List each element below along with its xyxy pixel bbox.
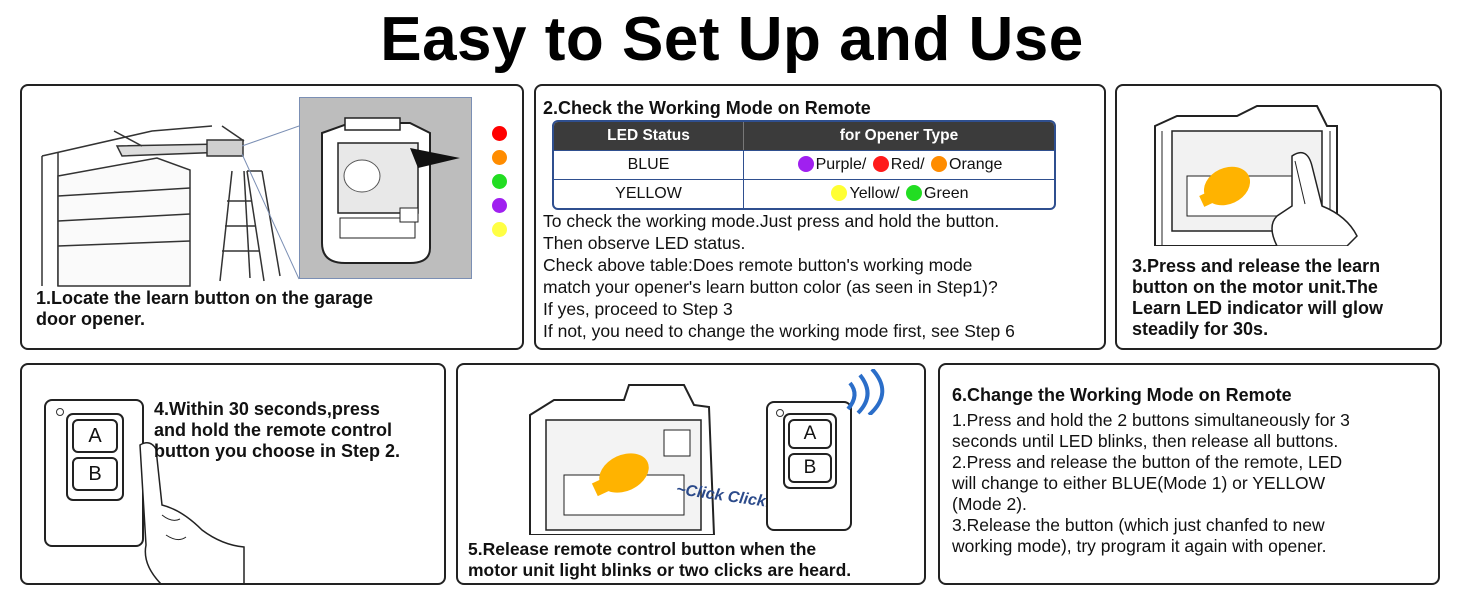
hand-pointer-icon xyxy=(1271,151,1358,246)
orange-swatch xyxy=(931,156,948,172)
led-status-table: LED Status for Opener Type BLUE Purple/ … xyxy=(552,120,1056,210)
step3-caption-line: steadily for 30s. xyxy=(1132,319,1269,339)
row-status-yellow: YELLOW xyxy=(554,179,744,208)
step6-line: 3.Release the button (which just chanfed… xyxy=(952,515,1325,535)
opener-zoom-view xyxy=(299,97,472,279)
light-bulb-icon xyxy=(1199,166,1251,207)
type-red: Red/ xyxy=(890,156,925,173)
row-status-blue: BLUE xyxy=(554,150,744,179)
remote-button-b[interactable]: B xyxy=(72,457,118,491)
step2-line: match your opener's learn button color (… xyxy=(543,277,998,297)
motor-unit-illustration xyxy=(529,384,716,535)
opener-motor-unit-icon xyxy=(321,117,460,264)
type-yellow: Yellow/ xyxy=(849,185,900,202)
led-dot-red xyxy=(492,126,507,141)
led-dot-yellow xyxy=(492,222,507,237)
step2-panel: 2.Check the Working Mode on Remote LED S… xyxy=(534,84,1106,350)
step2-line: If not, you need to change the working m… xyxy=(543,321,1015,341)
remote-button-a[interactable]: A xyxy=(788,419,832,449)
remote-control-icon: A B xyxy=(766,401,852,531)
step5-panel: ~Click Click! A B 5.Release remote contr… xyxy=(456,363,926,585)
step3-caption-line: button on the motor unit.The xyxy=(1132,277,1378,297)
step6-heading: 6.Change the Working Mode on Remote xyxy=(952,385,1292,405)
step3-caption: 3.Press and release the learn button on … xyxy=(1132,256,1383,340)
remote-led xyxy=(56,408,64,416)
led-dot-purple xyxy=(492,198,507,213)
type-orange: Orange xyxy=(949,156,1003,173)
step4-caption-line: button you choose in Step 2. xyxy=(154,441,401,461)
step4-caption-line: 4.Within 30 seconds,press xyxy=(154,399,380,419)
type-purple: Purple/ xyxy=(815,156,867,173)
click-sound-text: ~Click Click! xyxy=(676,481,773,511)
table-header-row: LED Status for Opener Type xyxy=(554,122,1054,150)
step2-instructions: To check the working mode.Just press and… xyxy=(543,210,1015,342)
led-dot-green xyxy=(492,174,507,189)
yellow-swatch xyxy=(831,185,848,201)
led-dot-orange xyxy=(492,150,507,165)
step1-panel: 1.Locate the learn button on the garage … xyxy=(20,84,524,350)
step6-instructions: 1.Press and hold the 2 buttons simultane… xyxy=(952,410,1350,557)
step6-line: will change to either BLUE(Mode 1) or YE… xyxy=(952,473,1326,493)
green-swatch xyxy=(906,185,923,201)
step1-caption: 1.Locate the learn button on the garage … xyxy=(36,288,373,330)
step4-caption-line: and hold the remote control xyxy=(154,420,393,440)
purple-swatch xyxy=(797,156,814,172)
remote-button-frame xyxy=(66,413,124,501)
step5-caption-line: motor unit light blinks or two clicks ar… xyxy=(468,560,852,580)
step6-panel: 6.Change the Working Mode on Remote 1.Pr… xyxy=(938,363,1440,585)
row-types-blue: Purple/ Red/ Orange xyxy=(744,150,1054,179)
garage-scene-illustration xyxy=(41,125,300,287)
signal-waves-icon xyxy=(846,369,885,415)
light-bulb-icon xyxy=(591,453,649,497)
step6-line: 2.Press and release the button of the re… xyxy=(952,452,1343,472)
step1-caption-line2: door opener. xyxy=(36,309,146,329)
led-color-dots xyxy=(492,126,508,246)
table-row: YELLOW Yellow/ Green xyxy=(554,179,1054,208)
table-row: BLUE Purple/ Red/ Orange xyxy=(554,150,1054,179)
header-opener-type: for Opener Type xyxy=(744,122,1054,150)
step1-caption-line1: 1.Locate the learn button on the garage xyxy=(36,288,374,308)
step4-caption: 4.Within 30 seconds,press and hold the r… xyxy=(154,399,400,462)
step6-line: seconds until LED blinks, then release a… xyxy=(952,431,1339,451)
remote-button-frame xyxy=(783,413,837,489)
step6-line: working mode), try program it again with… xyxy=(952,536,1327,556)
step2-line: If yes, proceed to Step 3 xyxy=(543,299,733,319)
page-title: Easy to Set Up and Use xyxy=(380,5,1084,74)
remote-button-a[interactable]: A xyxy=(72,419,118,453)
step2-heading: 2.Check the Working Mode on Remote xyxy=(543,98,871,118)
step5-caption-line: 5.Release remote control button when the xyxy=(468,539,817,559)
step3-panel: 3.Press and release the learn button on … xyxy=(1115,84,1442,350)
step2-line: Check above table:Does remote button's w… xyxy=(543,255,973,275)
step6-line: 1.Press and hold the 2 buttons simultane… xyxy=(952,410,1350,430)
step2-line: To check the working mode.Just press and… xyxy=(543,211,1000,231)
click-text: ~Click Click! xyxy=(676,481,773,511)
motor-unit-illustration xyxy=(1154,105,1358,246)
type-green: Green xyxy=(924,185,969,202)
row-types-yellow: Yellow/ Green xyxy=(744,179,1054,208)
red-swatch xyxy=(872,156,889,172)
hand-pointer-icon xyxy=(139,442,245,583)
remote-led xyxy=(776,409,784,417)
remote-button-b[interactable]: B xyxy=(788,453,832,483)
step3-caption-line: 3.Press and release the learn xyxy=(1132,256,1381,276)
step6-line: (Mode 2). xyxy=(952,494,1027,514)
remote-control-icon: A B xyxy=(44,399,144,547)
step4-panel: A B 4.Within 30 seconds,press and hold t… xyxy=(20,363,446,585)
step5-caption: 5.Release remote control button when the… xyxy=(468,539,851,581)
step2-line: Then observe LED status. xyxy=(543,233,746,253)
header-led-status: LED Status xyxy=(554,122,744,150)
step3-caption-line: Learn LED indicator will glow xyxy=(1132,298,1384,318)
